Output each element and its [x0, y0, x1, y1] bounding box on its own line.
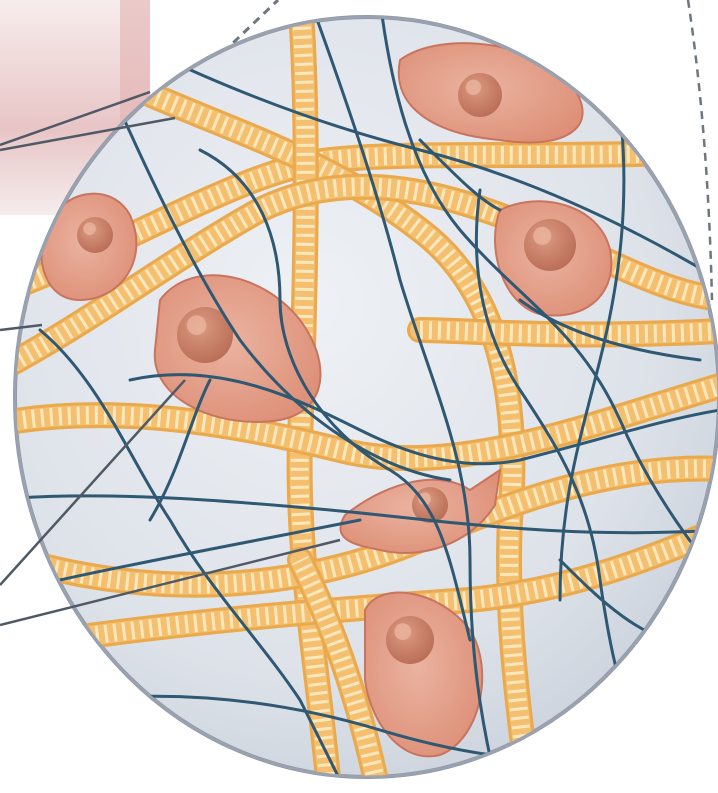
- cell-nucleus: [458, 73, 502, 117]
- cell-nucleus: [524, 219, 576, 271]
- cell-nucleus: [77, 217, 113, 253]
- nucleus-highlight: [533, 227, 551, 245]
- cell-nucleus: [386, 616, 434, 664]
- nucleus-highlight: [83, 222, 96, 235]
- nucleus-highlight: [466, 80, 481, 95]
- nucleus-highlight: [394, 623, 411, 640]
- nucleus-highlight: [187, 315, 207, 335]
